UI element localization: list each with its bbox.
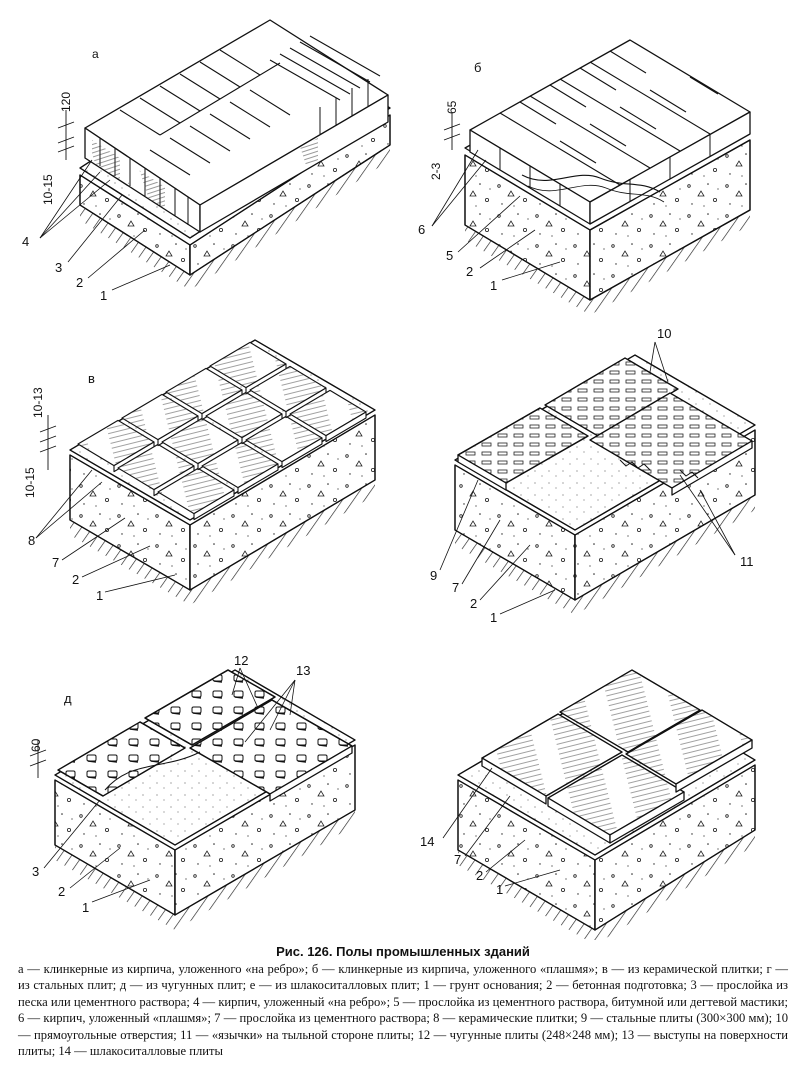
panel-letter-v: в: [88, 371, 95, 386]
tile-texture: [78, 420, 154, 466]
callout-label: 9: [430, 568, 437, 583]
panel-e: [442, 669, 756, 940]
tile-texture: [202, 442, 278, 488]
dim-label: 10-13: [31, 387, 45, 418]
callout-label: 6: [418, 222, 425, 237]
tile-texture: [122, 394, 198, 440]
tile-texture: [246, 416, 322, 462]
dim-label: 10-15: [23, 467, 37, 498]
callout-label: 7: [452, 580, 459, 595]
floor-diagram: а б в д 120 10-15 4 3 2 1 65 2-3 6 5 2 1…: [22, 19, 756, 940]
callout-label: 1: [82, 900, 89, 915]
panel-d: [29, 667, 356, 930]
dim-label: 65: [445, 100, 459, 114]
callout-label: 1: [96, 588, 103, 603]
tile-texture: [206, 392, 282, 438]
dim-label: 120: [59, 92, 73, 112]
callout-label: 1: [496, 882, 503, 897]
callout-label: 2: [476, 868, 483, 883]
callout-label: 2: [76, 275, 83, 290]
panel-b: [431, 39, 751, 315]
tile-edge: [193, 489, 235, 521]
tile-texture: [162, 418, 238, 464]
callout-label: 14: [420, 834, 434, 849]
callout-label: 1: [490, 278, 497, 293]
callout-label: 3: [32, 864, 39, 879]
callout-label: 1: [100, 288, 107, 303]
callout-label: 2: [470, 596, 477, 611]
caption-title: Рис. 126. Полы промышленных зданий: [276, 944, 530, 959]
panel-letter-a: а: [92, 47, 99, 61]
callout-label: 13: [296, 663, 310, 678]
dim-label: 10-15: [41, 174, 55, 205]
panel-g: [439, 341, 756, 615]
caption-body: а — клинкерные из кирпича, уложенного «н…: [18, 962, 788, 1059]
callout-label: 1: [490, 610, 497, 625]
figure-caption: Рис. 126. Полы промышленных зданий а — к…: [18, 942, 788, 1059]
callout-label: 8: [28, 533, 35, 548]
callout-label: 12: [234, 653, 248, 668]
callout-label: 10: [657, 326, 671, 341]
callout-label: 2: [72, 572, 79, 587]
dim-label: 2-3: [429, 162, 443, 180]
callout-label: 7: [454, 852, 461, 867]
dim-label: 60: [29, 738, 43, 752]
tile-texture: [158, 468, 234, 514]
callout-label: 4: [22, 234, 29, 249]
callout-label: 5: [446, 248, 453, 263]
tile-texture: [250, 366, 326, 412]
callout-label: 11: [740, 554, 754, 569]
tile-edge: [325, 411, 367, 443]
tile-edge: [237, 463, 279, 495]
callout-label: 2: [58, 884, 65, 899]
tile-edge: [281, 437, 323, 469]
callout-label: 7: [52, 555, 59, 570]
tile-texture: [118, 444, 194, 490]
tile-texture: [166, 368, 242, 414]
panel-v: [35, 339, 376, 605]
tile-texture: [210, 342, 286, 388]
panel-letter-d: д: [64, 691, 72, 706]
panel-a: [39, 19, 391, 291]
tile-texture: [290, 390, 366, 436]
callout-label: 2: [466, 264, 473, 279]
callout-label: 3: [55, 260, 62, 275]
panel-letter-b: б: [474, 60, 481, 75]
